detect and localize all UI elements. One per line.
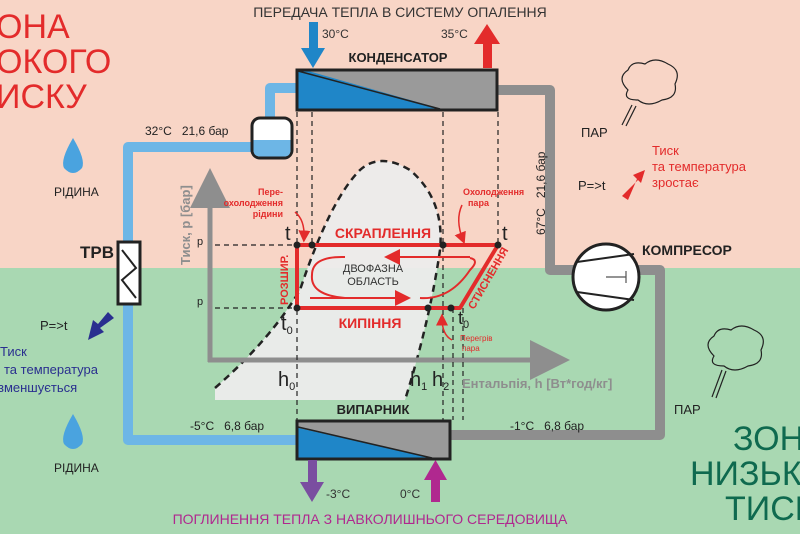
svg-text:пара: пара xyxy=(462,344,480,353)
evaporator-in-temp: 0°C xyxy=(400,487,420,501)
svg-text:Перегрів: Перегрів xyxy=(460,334,493,343)
p-high-label: p xyxy=(197,236,203,248)
svg-text:ЗОНА: ЗОНА xyxy=(733,420,800,458)
two-phase-dome xyxy=(215,161,441,400)
evaporator-out-temp: -3°C xyxy=(326,487,350,501)
evaporator[interactable] xyxy=(295,419,452,461)
low-side-formula: P=>t xyxy=(40,318,68,333)
liquid-drop-icon xyxy=(63,138,83,173)
state-before-evaporator: -5°C 6,8 бар xyxy=(190,419,264,433)
low-side-note: Тиск та температура зменшується xyxy=(0,344,99,395)
boiling-label: КИПІННЯ xyxy=(339,315,402,331)
p-low-label: p xyxy=(197,296,203,308)
svg-text:ДВОФАЗНА: ДВОФАЗНА xyxy=(343,263,404,275)
condenser-out-temp: 35°C xyxy=(441,27,468,41)
svg-text:зростає: зростає xyxy=(652,175,699,190)
h2-label: h2 xyxy=(432,369,449,393)
vapor-cloud-icon xyxy=(707,325,764,399)
expansion-valve[interactable] xyxy=(116,240,142,306)
svg-text:рідини: рідини xyxy=(253,209,283,219)
liquid-drop-icon xyxy=(63,414,83,449)
state-after-compressor: 67°C 21,6 бар xyxy=(534,151,548,235)
svg-text:Тиск: Тиск xyxy=(652,143,679,158)
condensation-label: СКРАПЛЕННЯ xyxy=(335,225,431,241)
increase-arrow-icon xyxy=(622,170,645,200)
high-side-formula: P=>t xyxy=(578,178,606,193)
condenser-in-temp: 30°C xyxy=(322,27,349,41)
svg-text:охолодження: охолодження xyxy=(224,198,283,208)
t-left-label: t xyxy=(285,223,291,245)
vapor-cloud-icon xyxy=(621,59,678,127)
t-right-label: t xyxy=(502,223,508,245)
state-after-evaporator: -1°C 6,8 бар xyxy=(510,419,584,433)
svg-text:НИЗЬКО: НИЗЬКО xyxy=(690,455,800,493)
svg-text:ОБЛАСТЬ: ОБЛАСТЬ xyxy=(347,276,399,288)
heat-in-arrow-evaporator xyxy=(424,460,447,502)
state-after-receiver: 32°C 21,6 бар xyxy=(145,124,229,138)
expansion-label: РОЗШИР. xyxy=(279,255,291,305)
svg-text:зменшується: зменшується xyxy=(0,380,77,395)
t0-right-label: t0 xyxy=(458,308,469,331)
refrigeration-cycle xyxy=(295,243,500,310)
svg-text:ТИСК: ТИСК xyxy=(725,490,800,528)
trv-label: ТРВ xyxy=(80,243,114,262)
svg-text:Охолодження: Охолодження xyxy=(463,187,524,197)
vapor-label-low: ПАР xyxy=(674,402,701,417)
svg-text:Тиск: Тиск xyxy=(0,344,27,359)
h1-label: h1 xyxy=(410,369,427,393)
two-phase-label: ДВОФАЗНА ОБЛАСТЬ xyxy=(343,263,404,288)
cold-out-arrow xyxy=(300,460,324,502)
svg-text:пара: пара xyxy=(468,198,490,208)
liquid-label-low: РІДИНА xyxy=(54,461,99,475)
zone-high-title: ОНА ОКОГО ИСКУ xyxy=(0,8,111,116)
zone-low-title: ЗОНА НИЗЬКО ТИСК xyxy=(690,420,800,528)
svg-text:ОКОГО: ОКОГО xyxy=(0,43,111,81)
decrease-arrow-icon xyxy=(88,312,114,340)
y-axis-label: Тиск, p [бар] xyxy=(178,185,193,265)
vapor-label-high: ПАР xyxy=(581,125,608,140)
svg-text:ИСКУ: ИСКУ xyxy=(0,78,87,116)
desuperheat-label: Охолодження пара xyxy=(463,187,524,208)
high-side-note: Тиск та температура зростає xyxy=(652,143,747,190)
liquid-label-high: РІДИНА xyxy=(54,185,99,199)
condenser-label: КОНДЕНСАТОР xyxy=(349,50,448,65)
svg-text:та температура: та температура xyxy=(652,159,747,174)
svg-text:Пере-: Пере- xyxy=(258,187,283,197)
compressor-label: КОМПРЕСОР xyxy=(642,242,732,258)
x-axis-label: Ентальпія, h [Вт*год/кг] xyxy=(462,376,612,391)
receiver xyxy=(250,116,294,160)
evaporator-label: ВИПАРНИК xyxy=(337,402,410,417)
condenser[interactable] xyxy=(295,68,499,112)
svg-text:ОНА: ОНА xyxy=(0,8,70,46)
heat-in-arrow-condenser xyxy=(301,22,325,68)
svg-text:та температура: та температура xyxy=(4,362,99,377)
compressor[interactable] xyxy=(571,242,641,312)
bottom-caption: ПОГЛИНЕННЯ ТЕПЛА З НАВКОЛИШНЬОГО СЕРЕДОВ… xyxy=(173,511,568,527)
superheat-label: Перегрів пара xyxy=(460,334,493,353)
subcooling-label: Пере- охолодження рідини xyxy=(224,187,283,219)
t0-left-label: t0 xyxy=(281,313,293,337)
top-caption: ПЕРЕДАЧА ТЕПЛА В СИСТЕМУ ОПАЛЕННЯ xyxy=(253,4,547,20)
ph-diagram xyxy=(190,112,570,420)
h0-label: h0 xyxy=(278,369,295,393)
heat-out-arrow xyxy=(474,24,500,68)
